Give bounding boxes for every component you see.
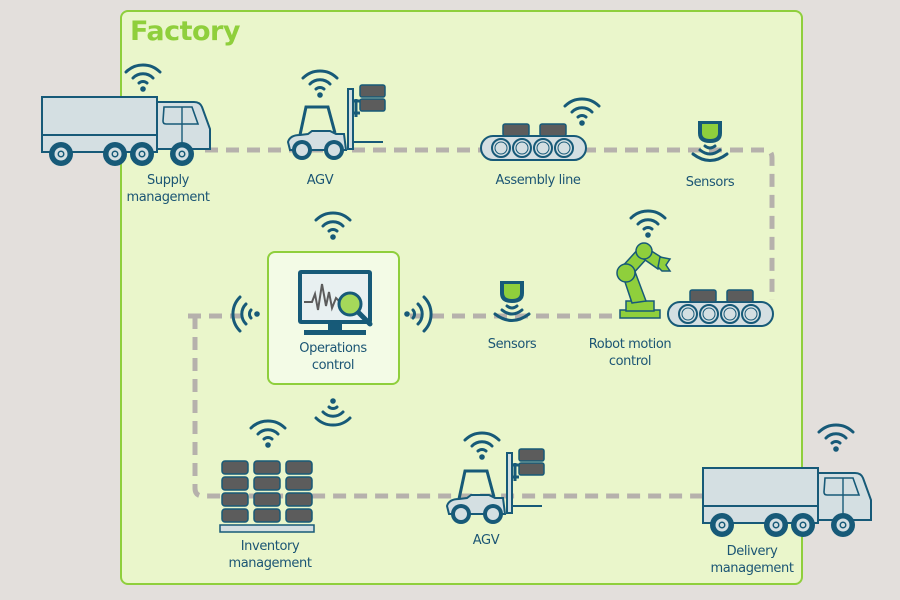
wifi-icon — [629, 209, 667, 240]
conveyor-icon — [480, 123, 587, 161]
monitor-search-icon — [298, 270, 373, 335]
wifi-icon — [314, 211, 352, 242]
conveyor-icon — [667, 289, 774, 327]
assembly-line-label: Assembly line — [495, 173, 581, 188]
sensors-top-label: Sensors — [685, 175, 735, 190]
wifi-icon — [817, 423, 855, 454]
supply-truck-icon — [41, 96, 211, 167]
wifi-icon — [314, 396, 352, 427]
wifi-icon — [301, 69, 339, 100]
agv-forklift-icon — [445, 447, 546, 526]
wifi-icon — [563, 97, 601, 128]
dashed-flow-path — [188, 147, 775, 499]
robot-arm-icon — [616, 242, 672, 319]
wifi-icon — [463, 431, 501, 462]
wifi-icon — [124, 63, 162, 94]
delivery-truck-icon — [702, 467, 872, 538]
agv-bottom-label: AGV — [472, 533, 500, 548]
sensors-mid-label: Sensors — [487, 337, 537, 352]
agv-forklift-icon — [286, 83, 387, 162]
pallet-stack-icon — [219, 460, 315, 533]
factory-title: Factory — [130, 16, 240, 47]
agv-top-label: AGV — [306, 173, 334, 188]
wifi-icon — [249, 419, 287, 450]
sensor-icon — [691, 119, 729, 162]
